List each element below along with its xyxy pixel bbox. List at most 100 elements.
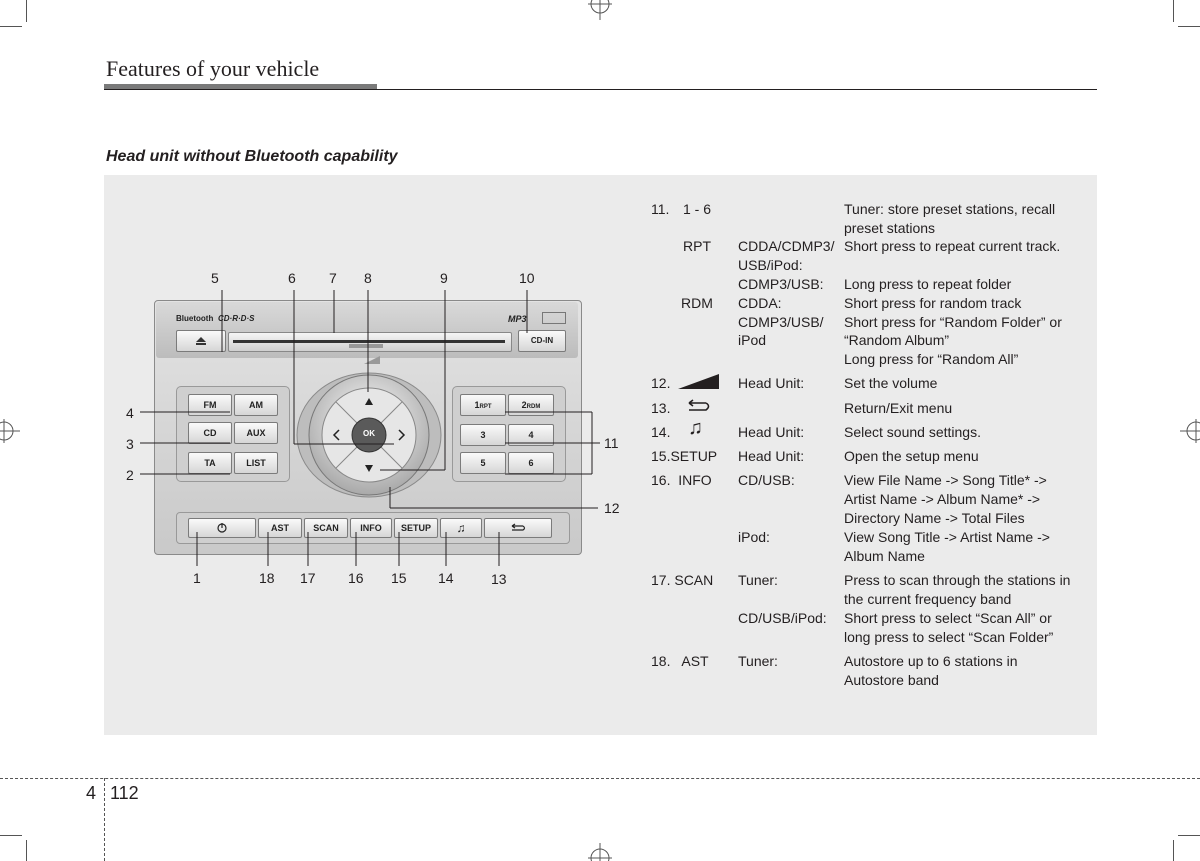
callout-7: 7 [329,270,337,286]
crop-mark [26,0,27,22]
ok-button[interactable]: OK [363,429,375,438]
list-button[interactable]: LIST [234,452,278,474]
item-14-number: 14. [651,424,671,440]
item-16-desc-4: View Song Title -> Artist Name -> [844,529,1050,545]
callout-18: 18 [259,570,275,586]
footer-divider [104,778,105,861]
cd-in-button[interactable]: CD-IN [518,330,566,352]
item-15-number: 15.SETUP [651,448,718,464]
item-13-desc: Return/Exit menu [844,400,953,416]
aux-button[interactable]: AUX [234,422,278,444]
preset-2-label: 2 [521,400,527,410]
rdm-desc-2: Short press for “Random Folder” or [844,314,1062,330]
slot-indicator [349,344,383,348]
crop-mark [0,835,22,836]
callout-15: 15 [391,570,407,586]
rpt-source-3: CDMP3/USB: [738,276,824,292]
info-button[interactable]: INFO [350,518,392,538]
item-17-desc-1: Press to scan through the stations in [844,572,1071,588]
fm-button[interactable]: FM [188,394,232,416]
preset-1-button[interactable]: 1RPT [460,394,506,416]
item-11-key: 1 - 6 [683,201,712,217]
preset-3-button[interactable]: 3 [460,424,506,446]
section-heading: Head unit without Bluetooth capability [106,148,398,165]
ast-button[interactable]: AST [258,518,302,538]
callout-12: 12 [604,500,620,516]
item-18-desc-2: Autostore band [844,672,939,688]
cd-slot [228,332,512,352]
cd-slot-opening [233,340,505,343]
cdrds-logo: CD·R·D·S [218,314,255,323]
rpt-desc-3: Long press to repeat folder [844,276,1012,292]
power-button[interactable] [188,518,256,538]
preset-4-button[interactable]: 4 [508,424,554,446]
item-17-desc-2: the current frequency band [844,591,1012,607]
crop-mark [1173,840,1174,861]
rpt-key: RPT [683,238,711,254]
preset-1-sublabel: RPT [479,404,492,410]
callout-11: 11 [604,435,619,451]
footer-rule [0,778,1200,779]
music-note-icon: ♫ [688,417,703,439]
item-11-desc-2: preset stations [844,220,936,236]
crop-mark [26,840,27,861]
rpt-source-1: CDDA/CDMP3/ [738,238,835,254]
eject-button[interactable] [176,330,226,352]
callout-5: 5 [211,270,219,286]
rdm-source-2: CDMP3/USB/ [738,314,824,330]
right-arrow-icon [398,429,406,441]
sound-button[interactable]: ♫ [440,518,482,538]
header-rule-accent [104,84,377,90]
head-unit-illustration: Bluetooth CD·R·D·S MP3 CD-IN FM AM CD AU… [154,300,582,555]
callout-17: 17 [300,570,316,586]
callout-13: 13 [491,571,507,587]
header-rule [104,89,1097,90]
callout-9: 9 [440,270,448,286]
item-12-source: Head Unit: [738,375,805,391]
item-12-number: 12. [651,375,671,391]
volume-wedge-icon [678,374,719,389]
item-15-source: Head Unit: [738,448,805,464]
registration-mark [588,843,612,861]
crop-mark [0,26,22,27]
item-16-source: CD/USB: [738,472,795,488]
callout-6: 6 [288,270,296,286]
crop-mark [1178,26,1200,27]
item-16-desc-2: Artist Name -> Album Name* -> [844,491,1041,507]
scan-button[interactable]: SCAN [304,518,348,538]
rdm-desc-3: “Random Album” [844,332,950,348]
cd-logo [542,312,566,324]
am-button[interactable]: AM [234,394,278,416]
bluetooth-logo: Bluetooth [176,314,214,323]
registration-mark [0,419,20,443]
rdm-desc-1: Short press for random track [844,295,1022,311]
callout-14: 14 [438,570,454,586]
up-arrow-icon [365,398,373,405]
registration-mark [1180,419,1200,443]
item-17-desc-4: long press to select “Scan Folder” [844,629,1054,645]
return-button[interactable] [484,518,552,538]
item-11-number: 11. [651,201,670,217]
item-11-desc-1: Tuner: store preset stations, recall [844,201,1056,217]
chapter-number: 4 [86,783,97,803]
callout-3: 3 [126,436,134,452]
navigation-dial[interactable] [294,370,444,500]
preset-5-button[interactable]: 5 [460,452,506,474]
callout-16: 16 [348,570,364,586]
eject-icon [196,337,206,345]
item-17-number: 17. SCAN [651,572,714,588]
page-header-title: Features of your vehicle [106,56,320,81]
item-16-desc-5: Album Name [844,548,925,564]
rdm-desc-4: Long press for “Random All” [844,351,1019,367]
rdm-source-3: iPod [738,332,767,348]
rpt-desc-1: Short press to repeat current track. [844,238,1061,254]
item-15-desc: Open the setup menu [844,448,979,464]
rdm-key: RDM [681,295,713,311]
crop-mark [1173,0,1174,22]
preset-2-button[interactable]: 2RDM [508,394,554,416]
setup-button[interactable]: SETUP [394,518,438,538]
callout-1: 1 [193,570,201,586]
rdm-source-1: CDDA: [738,295,782,311]
left-arrow-icon [332,429,340,441]
